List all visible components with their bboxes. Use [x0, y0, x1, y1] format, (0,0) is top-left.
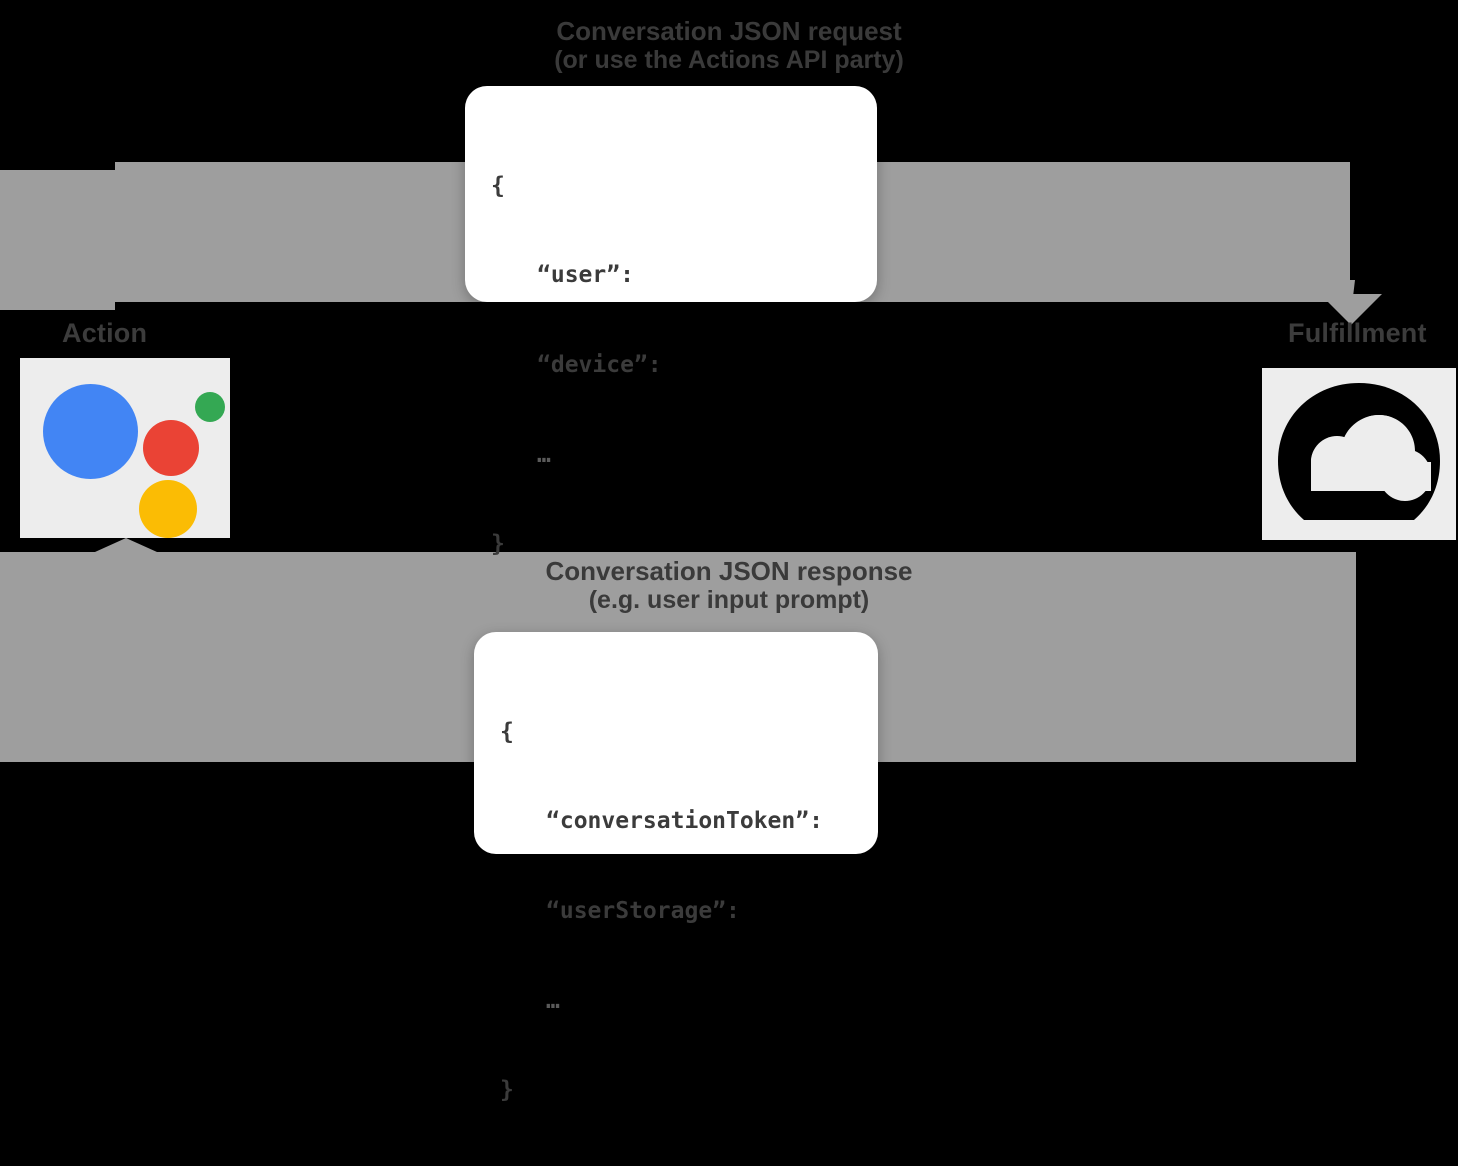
diagram-canvas: Action Fulfillment Conversation JSON req… — [0, 16, 1456, 1103]
response-json-key-1: “userStorage”: — [546, 898, 740, 925]
request-json-key-1: “device”: — [537, 352, 662, 379]
request-json-card: { “user”: “device”: … } — [465, 86, 877, 557]
request-json-key-0: “user”: — [537, 262, 634, 289]
request-caption-line1: Conversation JSON request — [556, 16, 902, 46]
response-caption-line1: Conversation JSON response — [545, 556, 913, 586]
response-json-ellipsis: … — [546, 987, 561, 1014]
response-json-open: { — [500, 718, 514, 745]
request-json-open: { — [491, 172, 505, 199]
node-action[interactable] — [20, 358, 230, 538]
request-caption: Conversation JSON request (or use the Ac… — [429, 16, 1029, 75]
request-caption-line2: (or use the Actions API party) — [554, 46, 904, 75]
response-json-key-0: “conversationToken”: — [546, 808, 823, 835]
assistant-dot-blue — [43, 384, 138, 479]
response-caption-line2: (e.g. user input prompt) — [588, 586, 870, 615]
assistant-dot-yellow — [139, 480, 197, 538]
response-json-close: } — [500, 1077, 514, 1104]
assistant-dot-green — [195, 392, 225, 422]
node-fulfillment-label: Fulfillment — [1288, 318, 1427, 348]
request-json-ellipsis: … — [537, 441, 552, 468]
assistant-dot-red — [143, 420, 199, 476]
response-caption: Conversation JSON response (e.g. user in… — [429, 556, 1029, 615]
cloud-icon — [1274, 379, 1444, 529]
request-json-close: } — [491, 531, 505, 558]
node-fulfillment[interactable] — [1262, 368, 1456, 540]
node-action-label: Action — [62, 318, 148, 348]
response-json-card: { “conversationToken”: “userStorage”: … … — [474, 632, 878, 1103]
google-assistant-icon — [35, 368, 225, 538]
